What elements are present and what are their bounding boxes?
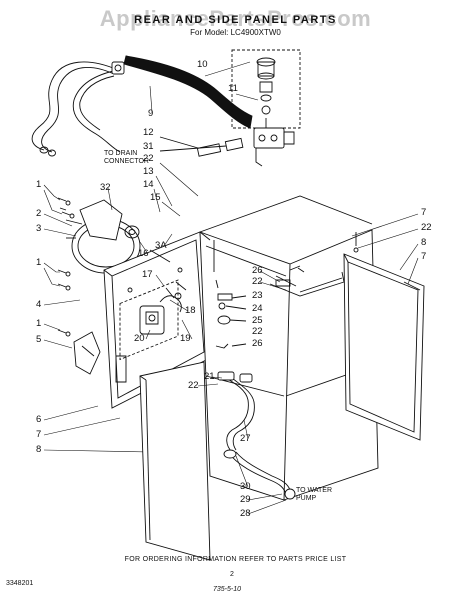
drain-connector-label: TO DRAIN CONNECTOR [104,150,149,166]
callout-22: 22 [252,276,263,287]
callout-15: 15 [150,192,161,203]
callout-32: 32 [100,182,111,193]
callout-22: 22 [188,380,199,391]
callout-19: 19 [180,333,191,344]
callout-14: 14 [143,179,154,190]
leader-lines-center [140,62,286,514]
ordering-note: FOR ORDERING INFORMATION REFER TO PARTS … [124,556,347,563]
leader-lines-right [352,214,418,284]
callout-1: 1 [36,179,41,190]
callout-8: 8 [421,237,426,248]
callout-26: 26 [252,338,263,349]
callout-22: 22 [143,153,154,164]
inlet-hoses-part [32,62,124,156]
water-pump-label-line2: PUMP [296,495,317,502]
callout-1: 1 [36,257,41,268]
side-bracket-part [74,332,126,382]
callout-22: 22 [252,326,263,337]
lower-front-panel-part [140,362,210,560]
callout-5: 5 [36,334,41,345]
water-pump-label: TO WATER PUMP [296,487,332,503]
callout-9: 9 [148,108,153,119]
callout-25: 25 [252,315,263,326]
callout-27: 27 [240,433,251,444]
callout-26: 26 [252,265,263,276]
callout-4: 4 [36,299,41,310]
page-number: 2 [230,571,234,578]
revision-mark: 735-5-10 [213,586,242,593]
callout-2: 2 [36,208,41,219]
callout-12: 12 [143,127,154,138]
callout-30: 30 [240,481,251,492]
callout-18: 18 [185,305,196,316]
screws-left-part [58,198,74,336]
callout-7: 7 [421,207,426,218]
pump-housing-part [66,200,140,273]
document-number: 3348201 [6,580,34,587]
water-pump-label-line1: TO WATER [296,487,333,494]
callout-1: 1 [36,318,41,329]
callout-17: 17 [142,269,153,280]
drain-hose-part [124,56,252,128]
center-hardware-part [216,276,296,348]
callout-20: 20 [134,333,145,344]
callout-7: 7 [36,429,41,440]
diagram-heading: REAR AND SIDE PANEL PARTS [134,14,337,26]
timer-part [140,282,186,334]
callout-7: 7 [421,251,426,262]
water-valve-part [232,50,300,166]
leader-lines-left [44,185,150,452]
side-panel-part [344,232,424,440]
callout-8: 8 [36,444,41,455]
callout-22: 22 [421,222,432,233]
callout-6: 6 [36,414,41,425]
callout-29: 29 [240,494,251,505]
drain-connector-label-line1: TO DRAIN [104,150,138,157]
callout-13: 13 [143,166,154,177]
callout-24: 24 [252,303,263,314]
callout-3: 3 [36,223,41,234]
model-line: For Model: LC4900XTW0 [190,28,281,37]
callout-23: 23 [252,290,263,301]
callout-16: 16 [138,248,149,259]
callout-31: 31 [143,141,154,152]
drain-connector-label-line2: CONNECTOR [104,158,149,165]
watermark: AppliancePartsPros.com [99,6,372,31]
callout-11: 11 [228,83,238,94]
callout-21: 21 [204,371,215,382]
callout-28: 28 [240,508,251,519]
cabinet-frame-part [200,196,378,500]
hose-clip-parts [160,137,243,156]
callout-10: 10 [197,59,208,70]
callout-3A: 3A [155,240,167,251]
